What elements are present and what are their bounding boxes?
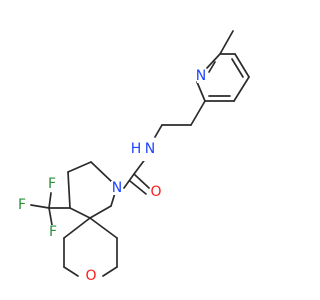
bonds [30,30,250,277]
atom-ether-oxygen: O [85,268,96,284]
bond-cf-top [48,192,52,209]
bond-linker-3 [154,124,163,138]
bond-py-n1-c2 [196,81,206,102]
bond-methyl [219,30,234,55]
atom-fluorine-bottom: F [49,224,57,240]
bond-pip-c2-c3 [67,171,71,209]
bond-pip-n-c1 [90,161,113,183]
bond-oxane-3 [63,266,79,277]
bond-pip-c4-n [110,192,116,207]
label-bg-ether-o [84,269,98,283]
chemical-structure-diagram: N N H N O O F F F [17,30,250,284]
bond-linker-1 [190,100,206,126]
label-bg-f-top [47,177,57,191]
bond-oxane-4 [102,266,118,277]
label-bg-f-left [17,198,27,212]
bond-cf-bottom [48,207,53,226]
atom-fluorine-top: F [48,176,56,192]
bond-amide-c-n [123,173,135,189]
bond-py-c3-c4 [233,76,250,102]
atom-pyridine-nitrogen: N [196,68,206,84]
label-bg-amide-nh [141,141,159,161]
atom-carbonyl-oxygen: O [150,184,161,200]
atom-amide-hydrogen: H [131,141,142,157]
bond-py-double-3 [208,61,216,73]
bond-pip-c1-c2 [67,161,92,173]
bond-pip-c3-spiro [69,207,91,219]
label-bg-f-bottom [48,225,58,239]
label-bg-pyridine-n [197,69,207,83]
bond-py-c6-n1 [206,53,221,69]
atom-labels: N N H N O O F F F [17,68,207,284]
bond-carbonyl-c-o-1 [133,173,150,189]
bond-py-c4-c5 [234,53,250,78]
bond-carbonyl-c-o-2 [129,180,147,195]
bond-oxane-1 [63,217,91,239]
atom-fluorine-left: F [18,197,26,213]
label-bg-ring-n [111,181,123,195]
bond-cf-left [30,204,50,209]
bond-oxane-6 [89,217,118,239]
bond-py-double-2 [231,58,244,78]
atom-ring-nitrogen: N [112,180,122,196]
label-bg-carbonyl-o [150,185,162,199]
atom-amide-nitrogen: N [145,141,155,157]
bond-pip-spiro-c4 [89,205,112,219]
